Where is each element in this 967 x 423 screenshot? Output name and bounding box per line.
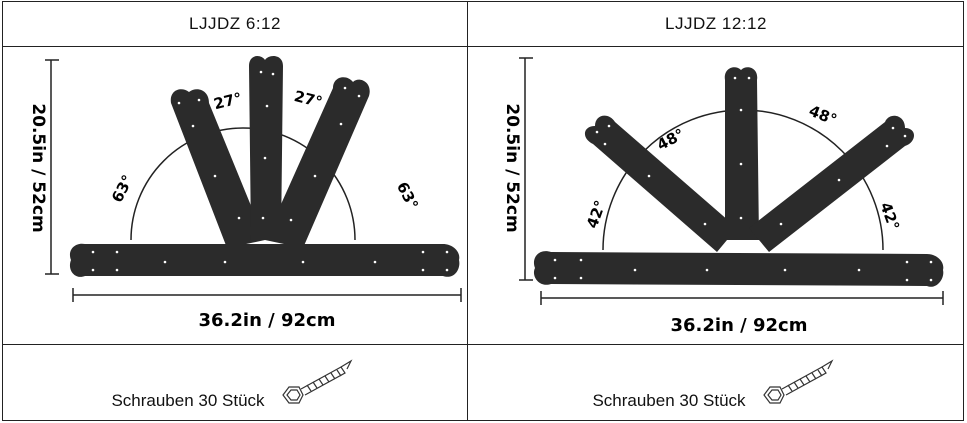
left-header: LJJDZ 6:12	[189, 14, 281, 33]
lag-screw-icon	[762, 359, 834, 404]
right-angle-inner-left: 48°	[654, 125, 688, 154]
left-diagram: 20.5in / 52cm 63°	[3, 48, 467, 343]
left-footer-label: Schrauben 30 Stück	[111, 391, 265, 410]
row-divider	[3, 344, 963, 345]
right-diagram: 20.5in / 52cm 42° 48° 48°	[469, 48, 963, 343]
right-width-label: 36.2in / 92cm	[671, 315, 808, 336]
left-angle-inner-right: 27°	[292, 87, 324, 111]
height-dimension	[519, 57, 533, 281]
angle-arc	[130, 127, 356, 241]
right-footer-label: Schrauben 30 Stück	[592, 391, 746, 410]
screw-holes	[91, 70, 449, 272]
left-height-label: 20.5in / 52cm	[28, 103, 48, 232]
column-divider	[467, 2, 468, 420]
screw-holes	[553, 76, 933, 282]
right-height-label: 20.5in / 52cm	[502, 103, 522, 232]
right-angle-inner-right: 48°	[806, 102, 839, 129]
left-width-label: 36.2in / 92cm	[199, 310, 336, 331]
width-dimension	[540, 291, 944, 305]
left-bracket-plate	[69, 56, 460, 277]
right-angle-outer-right: 42°	[876, 200, 903, 233]
width-dimension	[72, 288, 462, 302]
right-bracket-plate	[533, 67, 944, 287]
left-footer: Schrauben 30 Stück	[3, 346, 467, 420]
row-divider	[3, 46, 963, 47]
left-angle-outer-left: 63°	[108, 172, 137, 205]
right-footer: Schrauben 30 Stück	[469, 346, 963, 420]
left-angle-inner-left: 27°	[212, 89, 244, 113]
lag-screw-icon	[281, 359, 353, 404]
right-header: LJJDZ 12:12	[665, 14, 767, 33]
height-dimension	[45, 59, 59, 275]
left-angle-outer-right: 63°	[393, 179, 422, 212]
